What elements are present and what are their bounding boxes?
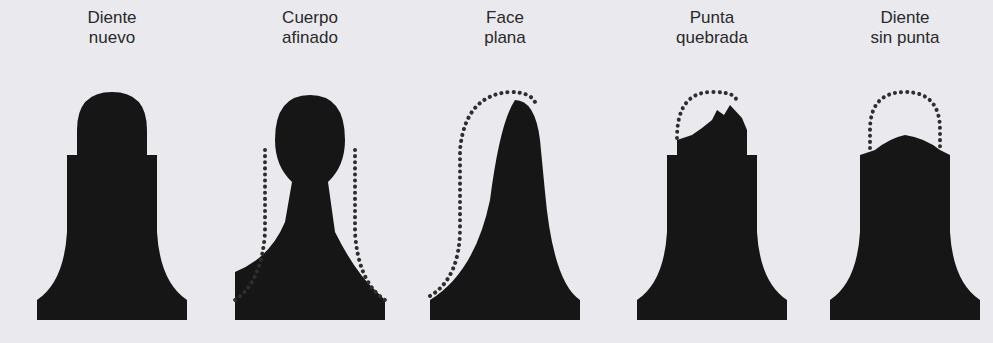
tooth-label: Punta quebrada [666,8,758,49]
tooth-label: Diente sin punta [869,8,941,49]
thinned-body-tooth [235,95,385,320]
tooth-label: Face plana [474,8,536,49]
new-tooth [37,92,187,320]
broken-tip-tooth [637,92,787,320]
flat-face-tooth [430,92,580,320]
tooth-label: Diente nuevo [77,8,147,49]
tipless-tooth [830,92,980,320]
tooth-label: Cuerpo afinado [269,8,351,49]
